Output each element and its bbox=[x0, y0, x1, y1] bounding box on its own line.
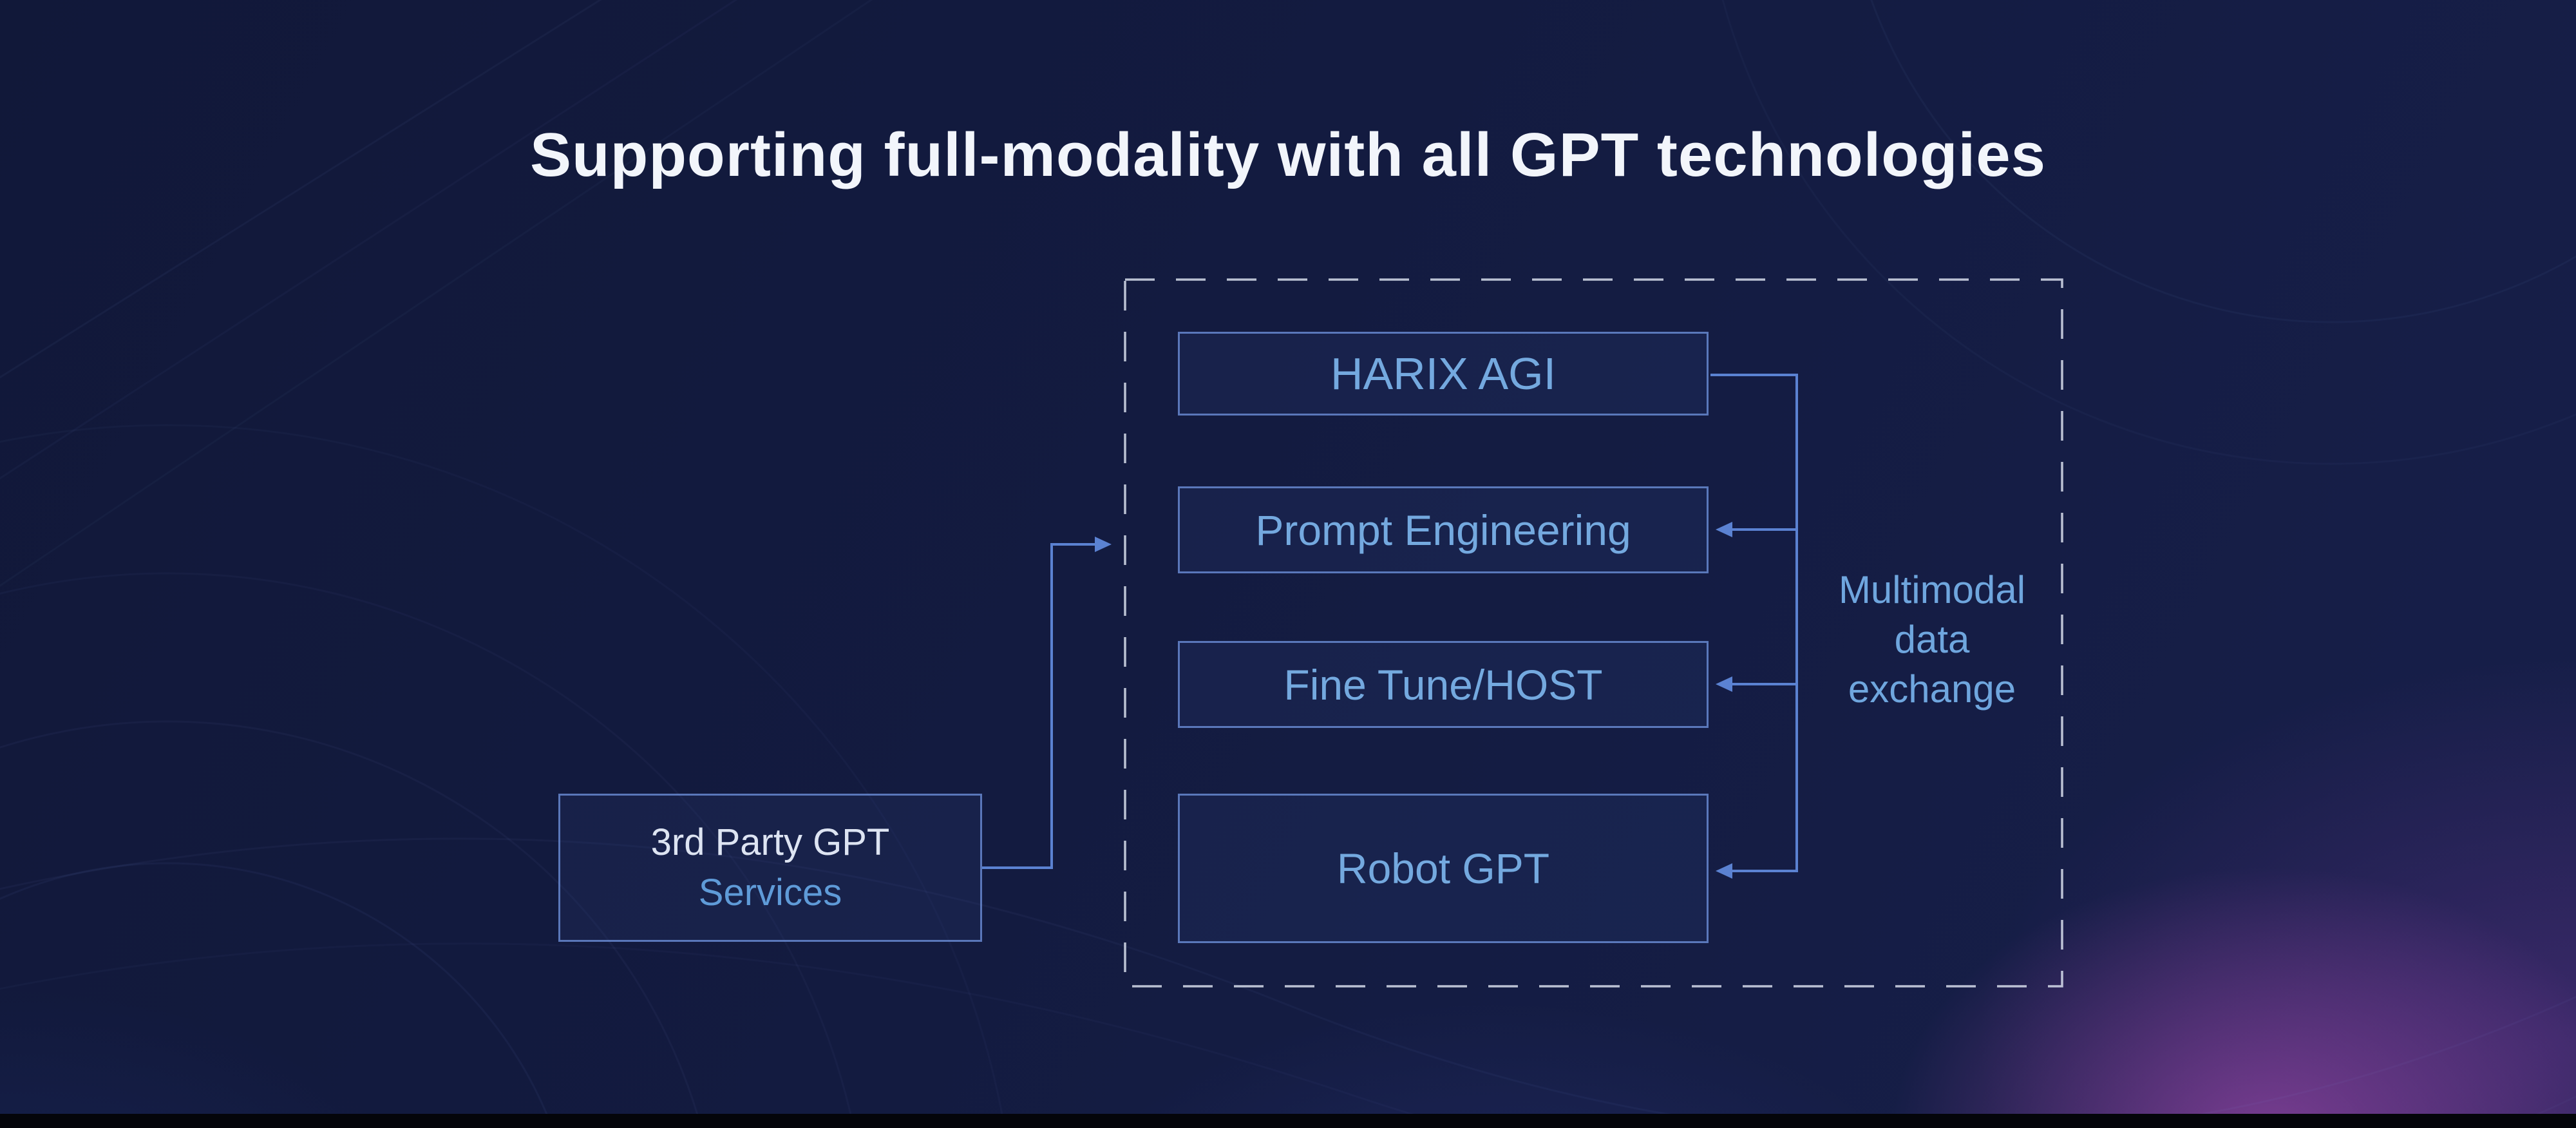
box-prompt-engineering: Prompt Engineering bbox=[1178, 486, 1709, 573]
box-prompt-engineering-label: Prompt Engineering bbox=[1255, 506, 1631, 554]
third-party-gpt-label-line2: Services bbox=[698, 872, 842, 913]
multimodal-label-line1: Multimodal bbox=[1838, 568, 2026, 611]
connector-third-party-to-group bbox=[982, 543, 1095, 869]
arrowhead-into-group bbox=[1095, 537, 1112, 552]
box-third-party-gpt-services: 3rd Party GPT Services bbox=[558, 794, 982, 942]
connector-harix-trunk bbox=[1710, 374, 1798, 872]
arrowhead-robot bbox=[1716, 863, 1732, 879]
multimodal-label-line3: exchange bbox=[1848, 667, 2016, 711]
box-fine-tune-host-label: Fine Tune/HOST bbox=[1283, 660, 1603, 709]
multimodal-data-exchange-label: Multimodal data exchange bbox=[1803, 566, 2061, 714]
box-harix-agi-label: HARIX AGI bbox=[1330, 349, 1557, 399]
arrowhead-finetune bbox=[1716, 676, 1732, 692]
box-robot-gpt-label: Robot GPT bbox=[1336, 845, 1550, 892]
multimodal-label-line2: data bbox=[1894, 617, 1970, 661]
slide-title: Supporting full-modality with all GPT te… bbox=[530, 120, 2046, 189]
dashed-group-border bbox=[1124, 278, 2063, 988]
box-fine-tune-host: Fine Tune/HOST bbox=[1178, 641, 1709, 728]
box-robot-gpt: Robot GPT bbox=[1178, 794, 1709, 943]
bottom-letterbox-bar bbox=[0, 1114, 2576, 1128]
third-party-gpt-label-line1: 3rd Party GPT bbox=[650, 821, 890, 863]
box-harix-agi: HARIX AGI bbox=[1178, 332, 1709, 416]
arrowhead-prompt bbox=[1716, 522, 1732, 537]
